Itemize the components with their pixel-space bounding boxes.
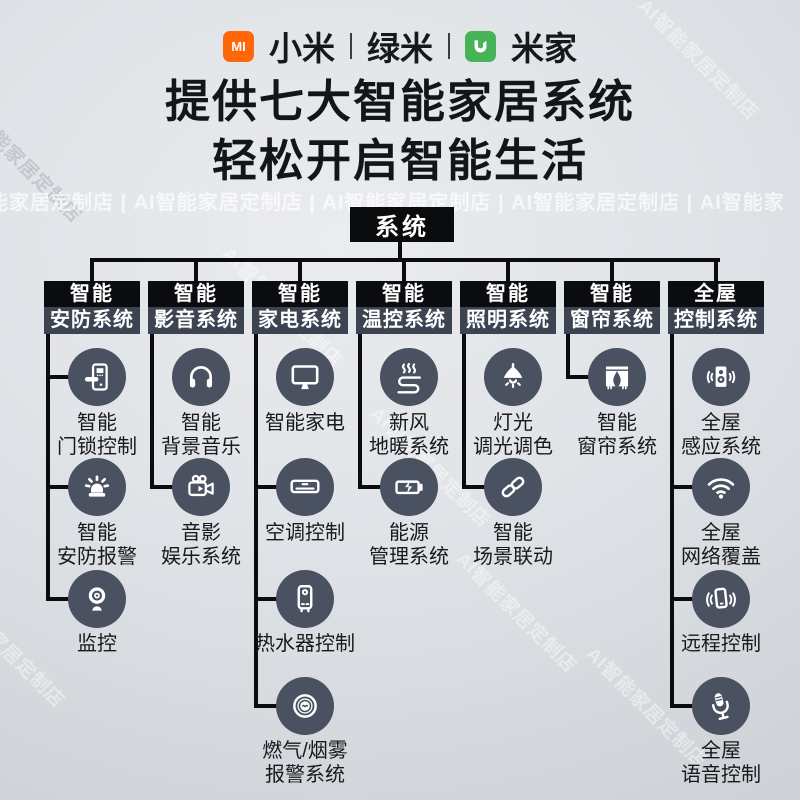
- item-label: 燃气/烟雾报警系统: [262, 740, 348, 786]
- speaker-sensor-icon: [692, 348, 750, 406]
- wifi-icon: [692, 458, 750, 516]
- item-label: 音影娱乐系统: [161, 522, 241, 568]
- ceiling-lamp-icon: [484, 348, 542, 406]
- air-conditioner-icon: [276, 458, 334, 516]
- branch-header-line1: 智能: [148, 281, 244, 307]
- branch-header-line2: 控制系统: [668, 307, 764, 334]
- branch-header-line2: 影音系统: [148, 307, 244, 334]
- connector-line: [462, 334, 466, 489]
- phone-remote-icon: [692, 570, 750, 628]
- connector-line: [254, 334, 258, 707]
- poster-title: 提供七大智能家居系统 轻松开启智能生活: [0, 72, 800, 190]
- xiaomi-logo-icon: MI: [223, 30, 254, 62]
- connector-line: [670, 485, 696, 489]
- item-label: 全屋网络覆盖: [681, 522, 761, 568]
- branch-header-line1: 智能: [356, 281, 452, 307]
- branch-header-line2: 温控系统: [356, 307, 452, 334]
- brand-bar: MI 小米 绿米 米家: [0, 22, 800, 70]
- connector-line: [670, 704, 696, 708]
- branch-header-whole-house: 全屋 控制系统: [668, 281, 764, 334]
- tree-root-node: 系统: [350, 207, 454, 242]
- connector-line: [610, 258, 614, 281]
- branch-header-line1: 全屋: [668, 281, 764, 307]
- item-label: 智能背景音乐: [161, 412, 241, 458]
- item-label: 空调控制: [265, 522, 345, 544]
- connector-line: [90, 258, 94, 281]
- brand-divider: [350, 33, 352, 59]
- item-label: 智能门锁控制: [57, 412, 137, 458]
- branch-header-av: 智能 影音系统: [148, 281, 244, 334]
- connector-line: [46, 375, 72, 379]
- brand-lumi: 绿米: [367, 30, 433, 67]
- branch-header-line1: 智能: [44, 281, 140, 307]
- connector-line: [46, 597, 72, 601]
- branch-header-climate: 智能 温控系统: [356, 281, 452, 334]
- connector-line: [462, 485, 488, 489]
- item-label: 能源管理系统: [369, 522, 449, 568]
- connector-line: [670, 334, 674, 707]
- item-label: 新风地暖系统: [369, 412, 449, 458]
- connector-line: [398, 242, 402, 260]
- water-heater-icon: [276, 570, 334, 628]
- item-label: 灯光调光调色: [473, 412, 553, 458]
- branch-header-line1: 智能: [460, 281, 556, 307]
- headphones-icon: [172, 348, 230, 406]
- item-label: 智能家电: [265, 412, 345, 434]
- connector-line: [506, 258, 510, 281]
- item-label: 智能窗帘系统: [577, 412, 657, 458]
- branch-header-line2: 照明系统: [460, 307, 556, 334]
- branch-header-security: 智能 安防系统: [44, 281, 140, 334]
- energy-battery-icon: [380, 458, 438, 516]
- floor-heating-icon: [380, 348, 438, 406]
- alarm-siren-icon: [68, 458, 126, 516]
- connector-line: [46, 485, 72, 489]
- item-label: 全屋语音控制: [681, 740, 761, 786]
- branch-header-appliance: 智能 家电系统: [252, 281, 348, 334]
- brand-xiaomi: 小米: [269, 30, 335, 67]
- monitor-icon: [276, 348, 334, 406]
- smart-lock-icon: [68, 348, 126, 406]
- item-label: 智能安防报警: [57, 522, 137, 568]
- connector-line: [566, 375, 592, 379]
- branch-header-curtain: 智能 窗帘系统: [564, 281, 660, 334]
- connector-line: [298, 258, 302, 281]
- connector-line: [670, 597, 696, 601]
- connector-line: [254, 704, 280, 708]
- branch-header-line1: 智能: [564, 281, 660, 307]
- brand-divider: [448, 33, 450, 59]
- connector-line: [402, 258, 406, 281]
- connector-line: [254, 485, 280, 489]
- video-camera-icon: [172, 458, 230, 516]
- connector-line: [566, 334, 570, 379]
- branch-header-line1: 智能: [252, 281, 348, 307]
- scene-link-icon: [484, 458, 542, 516]
- connector-line: [358, 485, 384, 489]
- title-line-2: 轻松开启智能生活: [211, 135, 588, 186]
- mijia-logo-icon: [465, 30, 496, 62]
- item-label: 远程控制: [681, 633, 761, 655]
- brand-mijia: 米家: [511, 30, 577, 67]
- item-label: 智能场景联动: [473, 522, 553, 568]
- branch-header-line2: 安防系统: [44, 307, 140, 334]
- item-label: 热水器控制: [255, 633, 355, 655]
- item-label: 监控: [77, 633, 117, 655]
- microphone-icon: [692, 677, 750, 735]
- branch-header-lighting: 智能 照明系统: [460, 281, 556, 334]
- connector-line: [150, 485, 176, 489]
- smoke-detector-icon: [276, 677, 334, 735]
- branch-header-line2: 窗帘系统: [564, 307, 660, 334]
- title-line-1: 提供七大智能家居系统: [164, 76, 635, 127]
- security-camera-icon: [68, 570, 126, 628]
- connector-line: [194, 258, 198, 281]
- connector-line: [358, 334, 362, 489]
- connector-line: [254, 597, 280, 601]
- connector-line: [46, 334, 50, 601]
- connector-line: [714, 258, 718, 281]
- curtain-icon: [588, 348, 646, 406]
- branch-header-line2: 家电系统: [252, 307, 348, 334]
- item-label: 全屋感应系统: [681, 412, 761, 458]
- watermark-band: 能家居定制店 | AI智能家居定制店 | AI智能家居定制店 | AI智能家居定…: [0, 192, 785, 214]
- connector-line: [150, 334, 154, 489]
